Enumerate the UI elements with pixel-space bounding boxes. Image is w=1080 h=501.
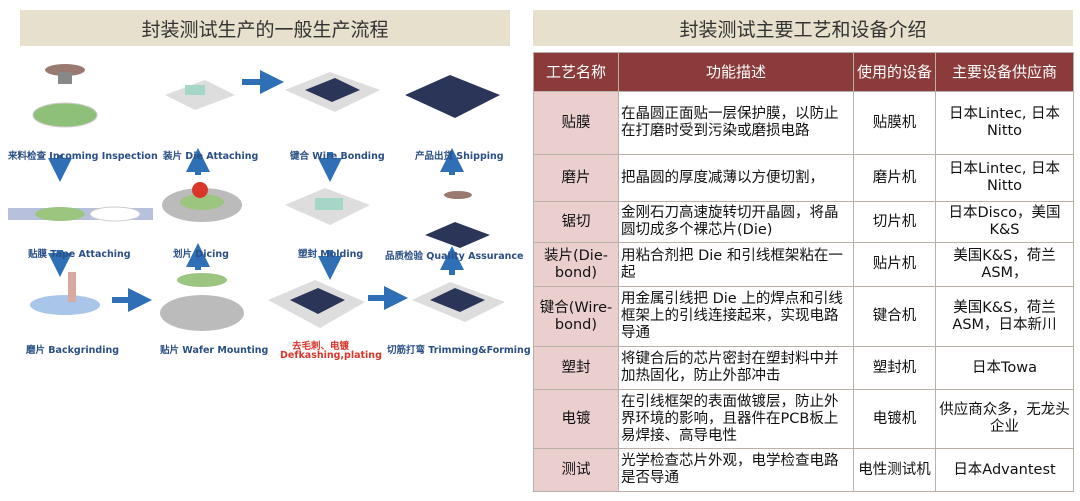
step-trimming-forming: 切筋打弯 Trimming&Forming — [387, 345, 531, 356]
step-die-attaching: 装片 Die Attaching — [163, 151, 259, 162]
table-title: 封装测试主要工艺和设备介绍 — [533, 10, 1073, 46]
description-cell: 金刚石刀高速旋转切开晶圆，将晶圆切成多个裸芯片(Die) — [618, 201, 854, 243]
equipment-cell: 磨片机 — [853, 154, 936, 202]
step-dicing: 划片 Dicing — [173, 249, 229, 260]
wafer-inspection-illustration — [32, 64, 98, 128]
table-row: 测试光学检查芯片外观，电学检查电路是否导通电性测试机日本Advantest — [533, 448, 1074, 492]
wafer-mounting-illustration — [160, 273, 244, 331]
equipment-cell: 切片机 — [853, 201, 936, 243]
molding-illustration — [285, 188, 370, 225]
table-row: 锯切金刚石刀高速旋转切开晶圆，将晶圆切成多个裸芯片(Die)切片机日本Disco… — [533, 201, 1074, 243]
process-name-cell: 磨片 — [533, 154, 619, 202]
table-row: 塑封将键合后的芯片密封在塑封料中并加热固化，防止外部冲击塑封机日本Towa — [533, 346, 1074, 390]
plating-illustration — [268, 280, 365, 328]
step-wafer-mounting: 贴片 Wafer Mounting — [160, 345, 269, 356]
step-deflashing-en: Defkashing,plating — [280, 350, 382, 361]
description-cell: 用粘合剂把 Die 和引线框架粘在一起 — [618, 242, 854, 287]
table-row: 键合(Wire-bond)用金属引线把 Die 上的焊点和引线框架上的引线连接起… — [533, 286, 1074, 347]
step-deflashing-cn: 去毛刺、电镀 — [292, 341, 350, 352]
supplier-cell: 日本Lintec, 日本Nitto — [935, 91, 1074, 155]
die-attach-illustration — [165, 80, 235, 110]
equipment-cell: 塑封机 — [853, 346, 936, 390]
header-equipment: 使用的设备 — [853, 52, 936, 92]
backgrinding-illustration — [30, 272, 100, 315]
equipment-cell: 键合机 — [853, 286, 936, 347]
supplier-cell: 日本Lintec, 日本Nitto — [935, 154, 1074, 202]
process-name-cell: 贴膜 — [533, 91, 619, 155]
supplier-cell: 美国K&S，荷兰ASM，日本新川 — [935, 286, 1074, 347]
flow-arrows — [48, 70, 464, 312]
step-incoming-inspection: 来料检查 Incoming Inspection — [8, 151, 158, 162]
process-name-cell: 塑封 — [533, 346, 619, 390]
process-name-cell: 测试 — [533, 448, 619, 492]
step-backgrinding: 磨片 Backgrinding — [26, 345, 120, 356]
equipment-cell: 贴片机 — [853, 242, 936, 287]
description-cell: 在引线框架的表面做镀层，防止外界环境的影响，且器件在PCB板上易焊接、高导电性 — [618, 389, 854, 449]
tape-illustration — [8, 206, 153, 222]
table-row: 电镀在引线框架的表面做镀层，防止外界环境的影响，且器件在PCB板上易焊接、高导电… — [533, 389, 1074, 449]
description-cell: 将键合后的芯片密封在塑封料中并加热固化，防止外部冲击 — [618, 346, 854, 390]
supplier-cell: 供应商众多，无龙头企业 — [935, 389, 1074, 449]
process-name-cell: 键合(Wire-bond) — [533, 286, 619, 347]
step-wire-bonding: 键合 Wire Bonding — [290, 151, 385, 162]
step-quality-assurance: 品质检验 Quality Assurance — [385, 251, 524, 262]
flow-title: 封装测试生产的一般生产流程 — [20, 10, 510, 46]
supplier-cell: 日本Disco，美国K&S — [935, 201, 1074, 243]
process-equipment-table: 工艺名称 功能描述 使用的设备 主要设备供应商 贴膜在晶圆正面贴一层保护膜，以防… — [533, 52, 1074, 492]
description-cell: 光学检查芯片外观，电学检查电路是否导通 — [618, 448, 854, 492]
description-cell: 用金属引线把 Die 上的焊点和引线框架上的引线连接起来，实现电路导通 — [618, 286, 854, 347]
step-shipping: 产品出货 Shipping — [415, 151, 504, 162]
process-flow-diagram — [8, 64, 505, 331]
supplier-cell: 日本Advantest — [935, 448, 1074, 492]
header-description: 功能描述 — [618, 52, 854, 92]
table-row: 装片(Die-bond)用粘合剂把 Die 和引线框架粘在一起贴片机美国K&S，… — [533, 242, 1074, 287]
dicing-illustration — [162, 182, 242, 222]
description-cell: 把晶圆的厚度减薄以方便切割， — [618, 154, 854, 202]
equipment-cell: 电镀机 — [853, 389, 936, 449]
process-name-cell: 装片(Die-bond) — [533, 242, 619, 287]
wire-bonding-illustration — [285, 72, 380, 112]
header-process: 工艺名称 — [533, 52, 619, 92]
table-row: 磨片把晶圆的厚度减薄以方便切割，磨片机日本Lintec, 日本Nitto — [533, 154, 1074, 202]
table-row: 贴膜在晶圆正面贴一层保护膜，以防止在打磨时受到污染或磨损电路贴膜机日本Linte… — [533, 91, 1074, 155]
shipping-illustration — [405, 75, 500, 118]
trim-form-illustration — [412, 282, 505, 322]
equipment-cell: 电性测试机 — [853, 448, 936, 492]
step-molding: 塑封 Molding — [298, 249, 364, 260]
step-tape-attaching: 贴膜 Tape Attaching — [28, 249, 131, 260]
supplier-cell: 美国K&S，荷兰ASM， — [935, 242, 1074, 287]
equipment-cell: 贴膜机 — [853, 91, 936, 155]
header-supplier: 主要设备供应商 — [935, 52, 1074, 92]
process-name-cell: 锯切 — [533, 201, 619, 243]
supplier-cell: 日本Towa — [935, 346, 1074, 390]
description-cell: 在晶圆正面贴一层保护膜，以防止在打磨时受到污染或磨损电路 — [618, 91, 854, 155]
quality-illustration — [425, 191, 490, 248]
table-header-row: 工艺名称 功能描述 使用的设备 主要设备供应商 — [533, 52, 1074, 92]
process-name-cell: 电镀 — [533, 389, 619, 449]
